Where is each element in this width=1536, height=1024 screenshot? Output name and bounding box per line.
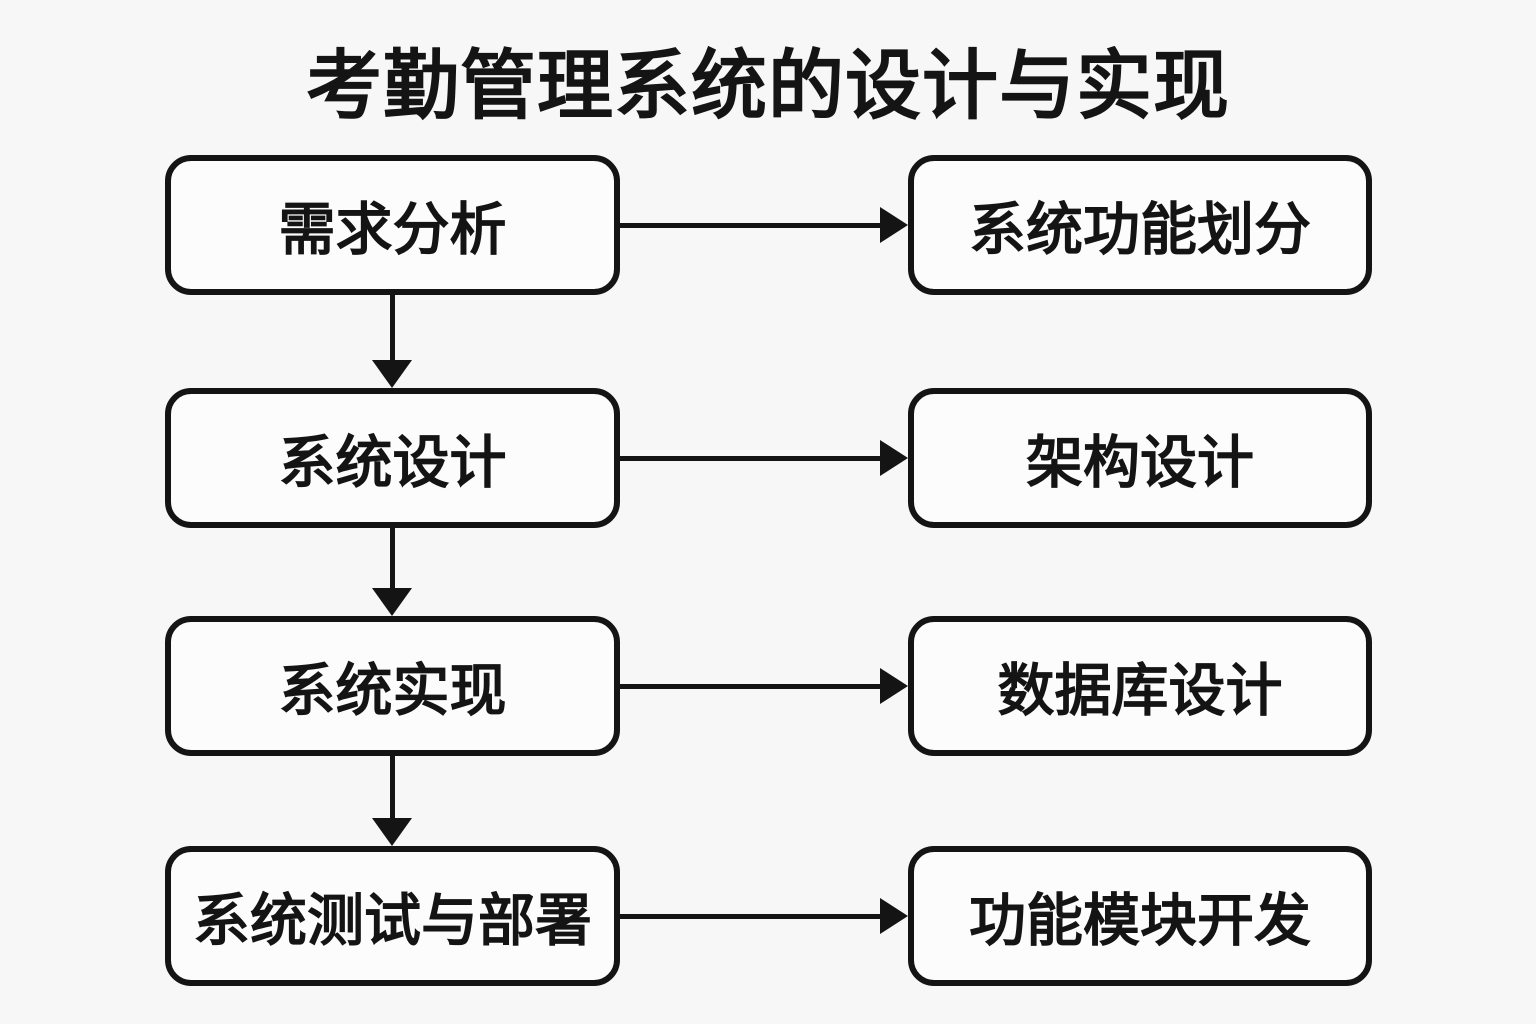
arrow-shaft <box>620 222 882 228</box>
node-database-design: 数据库设计 <box>908 616 1372 756</box>
node-system-design: 系统设计 <box>165 388 620 528</box>
node-system-testing-deployment: 系统测试与部署 <box>165 846 620 986</box>
arrow-down-requirements-to-system-design-icon <box>372 295 412 388</box>
arrow-right-testing-deployment-to-module-development-icon <box>620 898 908 934</box>
arrow-shaft <box>620 683 882 689</box>
node-system-function-division: 系统功能划分 <box>908 155 1372 295</box>
arrow-shaft <box>389 756 395 820</box>
arrow-shaft <box>389 295 395 362</box>
arrow-down-system-design-to-implementation-icon <box>372 528 412 616</box>
arrow-shaft <box>389 528 395 590</box>
arrow-right-system-implementation-to-database-design-icon <box>620 668 908 704</box>
arrow-shaft <box>620 455 882 461</box>
arrowhead-right-icon <box>880 668 908 704</box>
arrow-down-implementation-to-testing-deployment-icon <box>372 756 412 846</box>
arrow-right-system-design-to-architecture-design-icon <box>620 440 908 476</box>
arrow-right-requirements-to-function-division-icon <box>620 207 908 243</box>
arrowhead-right-icon <box>880 440 908 476</box>
arrowhead-down-icon <box>372 588 412 616</box>
node-requirements-analysis: 需求分析 <box>165 155 620 295</box>
node-function-module-development: 功能模块开发 <box>908 846 1372 986</box>
node-system-implementation: 系统实现 <box>165 616 620 756</box>
arrowhead-right-icon <box>880 898 908 934</box>
arrowhead-down-icon <box>372 360 412 388</box>
arrowhead-right-icon <box>880 207 908 243</box>
node-architecture-design: 架构设计 <box>908 388 1372 528</box>
arrowhead-down-icon <box>372 818 412 846</box>
arrow-shaft <box>620 913 882 919</box>
diagram-title: 考勤管理系统的设计与实现 <box>306 44 1230 129</box>
